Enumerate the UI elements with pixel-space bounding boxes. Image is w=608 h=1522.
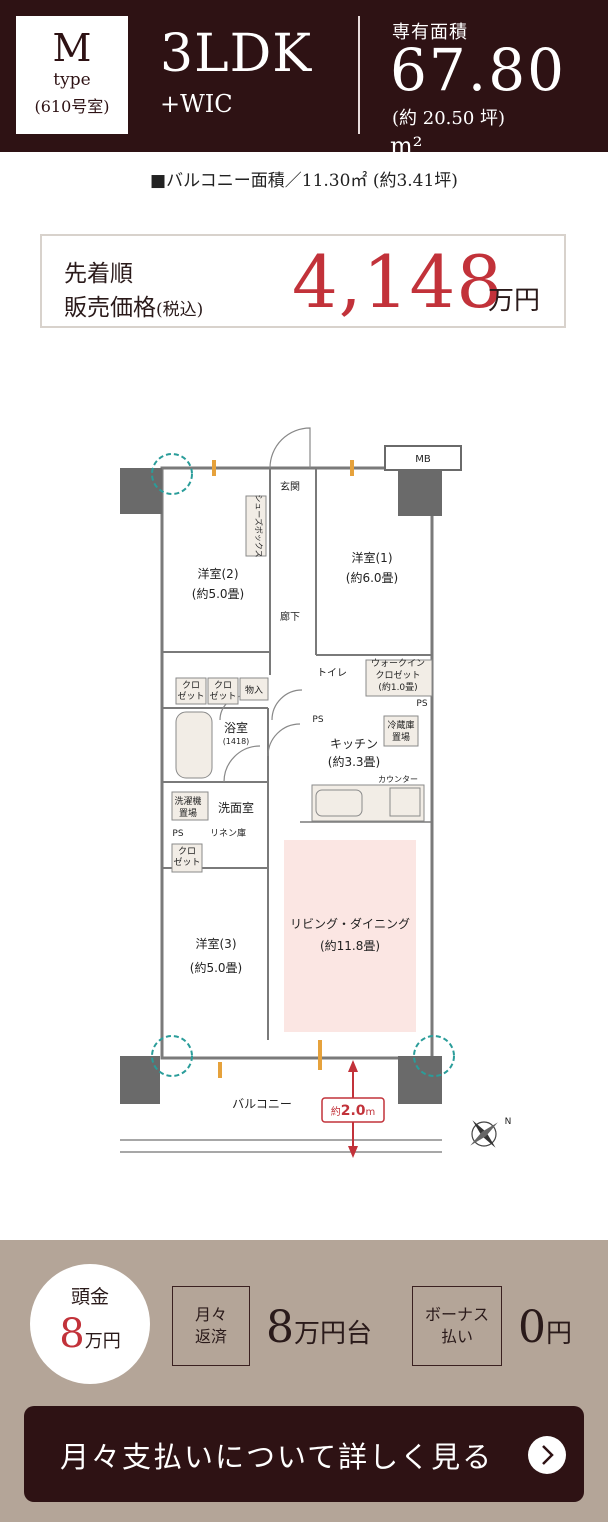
button-label: 月々支払いについて詳しく見る <box>60 1440 494 1474</box>
price-label-main: 販売価格 <box>64 295 156 321</box>
washer-label2: 置場 <box>179 807 197 819</box>
type-word: type <box>53 70 91 90</box>
layout-type: 3LDK <box>160 24 313 84</box>
floor-plan: MB 玄関 シューズボックス 洋室(1) (約6.0畳) 洋室(2) (約5.0… <box>120 427 512 1158</box>
ps-label-toilet: PS <box>312 715 323 725</box>
chevron-right-glyph <box>542 1445 554 1465</box>
balcony-depth-value: 2.0 <box>341 1103 366 1119</box>
room2-name: 洋室(2) <box>198 566 239 581</box>
type-letter: M <box>52 26 92 70</box>
kitchen-size: (約3.3畳) <box>328 754 380 769</box>
living-label: リビング・ダイニング <box>290 916 410 931</box>
north-label: N <box>505 1117 512 1127</box>
closet-a-label2: ゼット <box>177 690 204 702</box>
closet-c-label1: クロ <box>178 846 196 857</box>
washer-label1: 洗濯機 <box>174 795 201 807</box>
room-number: (610号室) <box>34 97 110 116</box>
plan-walls <box>160 466 434 1060</box>
compass-icon <box>470 1120 498 1148</box>
bonus-label1: ボーナス <box>424 1305 489 1324</box>
room1-name: 洋室(1) <box>352 550 393 565</box>
area-value-row: 67.80 m² <box>390 38 608 178</box>
depth-arrow-head-top <box>348 1060 358 1072</box>
bonus-value-row: 0円 <box>518 1302 572 1353</box>
corridor-label: 廊下 <box>280 610 300 623</box>
depth-arrow-head-bottom <box>348 1146 358 1158</box>
storage-label: 物入 <box>245 684 263 696</box>
downpayment-label: 頭金 <box>70 1286 109 1308</box>
chevron-right-icon <box>528 1436 566 1474</box>
living-size: (約11.8畳) <box>320 938 380 953</box>
balcony-depth-box <box>321 1097 385 1123</box>
monthly-label1: 月々 <box>194 1305 227 1324</box>
ps-label-wic: PS <box>416 699 427 709</box>
price-box: 先着順 販売価格(税込) 4,148 万円 <box>40 234 566 328</box>
toilet-label: トイレ <box>317 668 347 679</box>
header-bar: M type (610号室) 3LDK +WIC 専有面積 67.80 m² (… <box>0 0 608 160</box>
window-marks <box>212 460 354 1078</box>
fridge-label1: 冷蔵庫 <box>387 719 414 731</box>
linen-label: リネン庫 <box>210 827 246 839</box>
closet-c-label2: ゼット <box>173 856 200 868</box>
plan-fixtures <box>171 495 433 873</box>
downpayment-unit: 万円 <box>84 1331 121 1352</box>
living-highlight <box>284 840 416 1032</box>
room1-size: (約6.0畳) <box>346 570 398 585</box>
genkan-label: 玄関 <box>280 480 300 493</box>
room3-name: 洋室(3) <box>196 936 237 951</box>
plan-columns <box>120 445 462 1104</box>
downpayment-circle: 頭金 8万円 <box>30 1264 150 1384</box>
balcony-depth-label: 約2.0m <box>331 1103 376 1119</box>
balcony-depth-prefix: 約 <box>331 1105 341 1118</box>
downpayment-value-row: 8万円 <box>30 1311 150 1365</box>
wic-size: (約1.0畳) <box>378 681 417 693</box>
price-unit: 万円 <box>488 286 541 316</box>
mb-label: MB <box>415 454 431 465</box>
ps-label-wash: PS <box>172 829 183 839</box>
monthly-label-box: 月々 返済 <box>172 1286 250 1366</box>
closet-b-label1: クロ <box>214 680 232 691</box>
area-value: 67.80 <box>390 36 567 104</box>
type-badge: M type (610号室) <box>16 16 128 134</box>
bonus-value: 0 <box>518 1302 546 1353</box>
price-value: 4,148 <box>292 240 504 324</box>
monthly-value: 8 <box>266 1302 294 1353</box>
bath-label: 浴室 <box>224 720 248 735</box>
washroom-label: 洗面室 <box>218 800 254 815</box>
closet-b-label2: ゼット <box>209 690 236 702</box>
aircon-markers <box>151 453 455 1077</box>
wic-label1: ウォークイン <box>371 658 425 669</box>
header-divider <box>358 16 360 134</box>
bonus-label-box: ボーナス 払い <box>412 1286 502 1366</box>
monthly-unit: 万円台 <box>294 1319 373 1349</box>
wic-label2: クロゼット <box>375 669 420 681</box>
monthly-value-row: 8万円台 <box>266 1302 372 1353</box>
counter-label: カウンター <box>378 775 418 784</box>
bonus-unit: 円 <box>546 1319 573 1349</box>
downpayment-value: 8 <box>59 1311 85 1357</box>
balcony-label: バルコニー <box>232 1097 292 1111</box>
price-label-line2: 販売価格(税込) <box>64 288 203 322</box>
shoebox-label: シューズボックス <box>254 494 264 557</box>
monthly-label2: 返済 <box>194 1327 227 1346</box>
balcony-depth-unit: m <box>366 1107 376 1118</box>
balcony-rail <box>120 1139 442 1153</box>
layout-sub: +WIC <box>160 90 233 118</box>
monthly-payment-details-button[interactable]: 月々支払いについて詳しく見る <box>24 1406 584 1502</box>
bonus-label2: 払い <box>440 1327 473 1346</box>
area-tsubo: (約 20.50 坪) <box>392 108 506 129</box>
fridge-label2: 置場 <box>392 731 410 743</box>
bath-size: (1418) <box>223 737 250 746</box>
closet-a-label1: クロ <box>182 680 200 691</box>
kitchen-label: キッチン <box>330 737 378 751</box>
room2-size: (約5.0畳) <box>192 586 244 601</box>
room3-size: (約5.0畳) <box>190 960 242 975</box>
area-unit: m² <box>390 132 423 160</box>
price-tax-note: (税込) <box>156 300 204 320</box>
price-label-line1: 先着順 <box>64 261 133 287</box>
area-label: 専有面積 <box>392 22 468 43</box>
balcony-area-note: ■バルコニー面積／11.30㎡ (約3.41坪) <box>150 171 458 191</box>
